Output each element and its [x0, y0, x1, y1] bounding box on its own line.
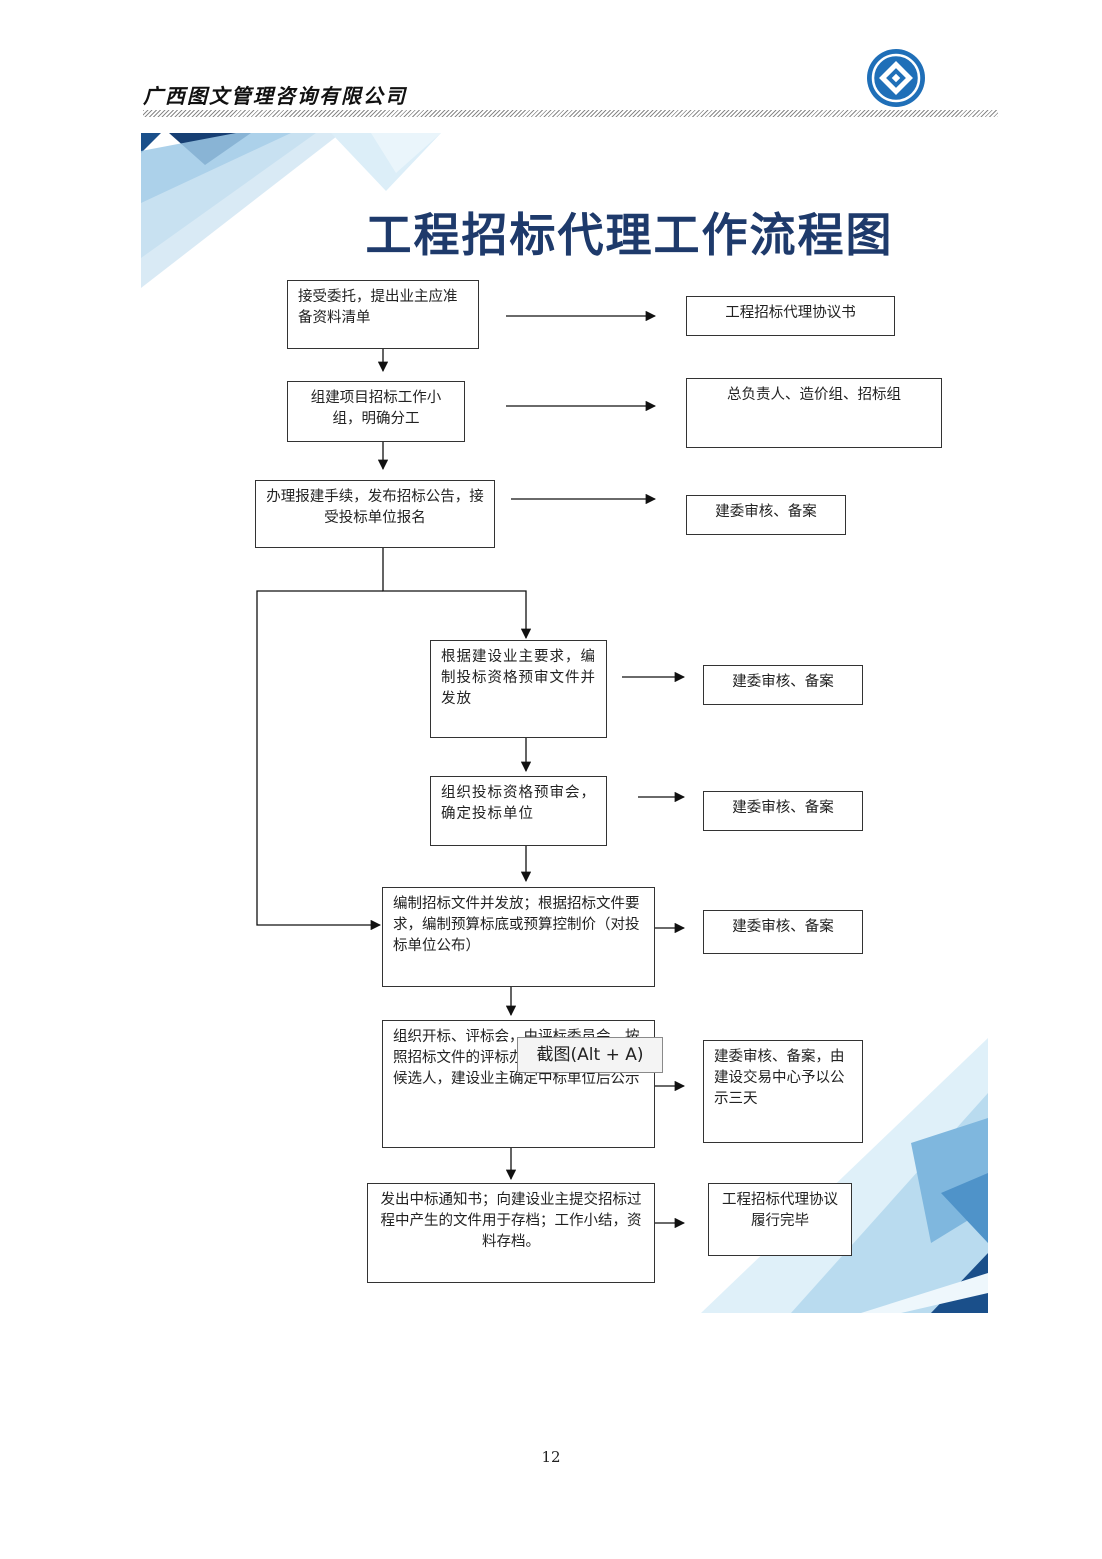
step-award-notice: 发出中标通知书；向建设业主提交招标过程中产生的文件用于存档；工作小结，资料存档。	[367, 1183, 655, 1283]
company-logo-icon	[867, 49, 925, 107]
flowchart-connectors	[256, 310, 686, 1229]
flowchart-figure: 工程招标代理工作流程图 接受委	[141, 133, 988, 1313]
step-accept-commission: 接受委托，提出业主应准备资料清单	[287, 280, 479, 349]
result-review-filing-3: 建委审核、备案	[703, 791, 863, 831]
page-number: 12	[541, 1448, 561, 1466]
result-review-publicize: 建委审核、备案，由建设交易中心予以公示三天	[703, 1040, 863, 1143]
result-agreement-complete: 工程招标代理协议履行完毕	[708, 1183, 852, 1256]
company-name: 广西图文管理咨询有限公司	[143, 84, 407, 108]
result-agency-agreement: 工程招标代理协议书	[686, 296, 895, 336]
step-prequalification-meeting: 组织投标资格预审会，确定投标单位	[430, 776, 607, 846]
step-tender-documents: 编制招标文件并发放；根据招标文件要求，编制预算标底或预算控制价（对投标单位公布）	[382, 887, 655, 987]
step-form-team: 组建项目招标工作小组，明确分工	[287, 381, 465, 442]
result-review-filing-1: 建委审核、备案	[686, 495, 846, 535]
step-registration-announcement: 办理报建手续，发布招标公告，接受投标单位报名	[255, 480, 495, 548]
header-divider	[143, 110, 998, 117]
screenshot-tooltip: 截图(Alt + A)	[517, 1037, 663, 1073]
step-prequalification-docs: 根据建设业主要求，编制投标资格预审文件并发放	[430, 640, 607, 738]
result-review-filing-2: 建委审核、备案	[703, 665, 863, 705]
result-team-roles: 总负责人、造价组、招标组	[686, 378, 942, 448]
result-review-filing-4: 建委审核、备案	[703, 910, 863, 954]
flowchart-title: 工程招标代理工作流程图	[365, 208, 894, 262]
